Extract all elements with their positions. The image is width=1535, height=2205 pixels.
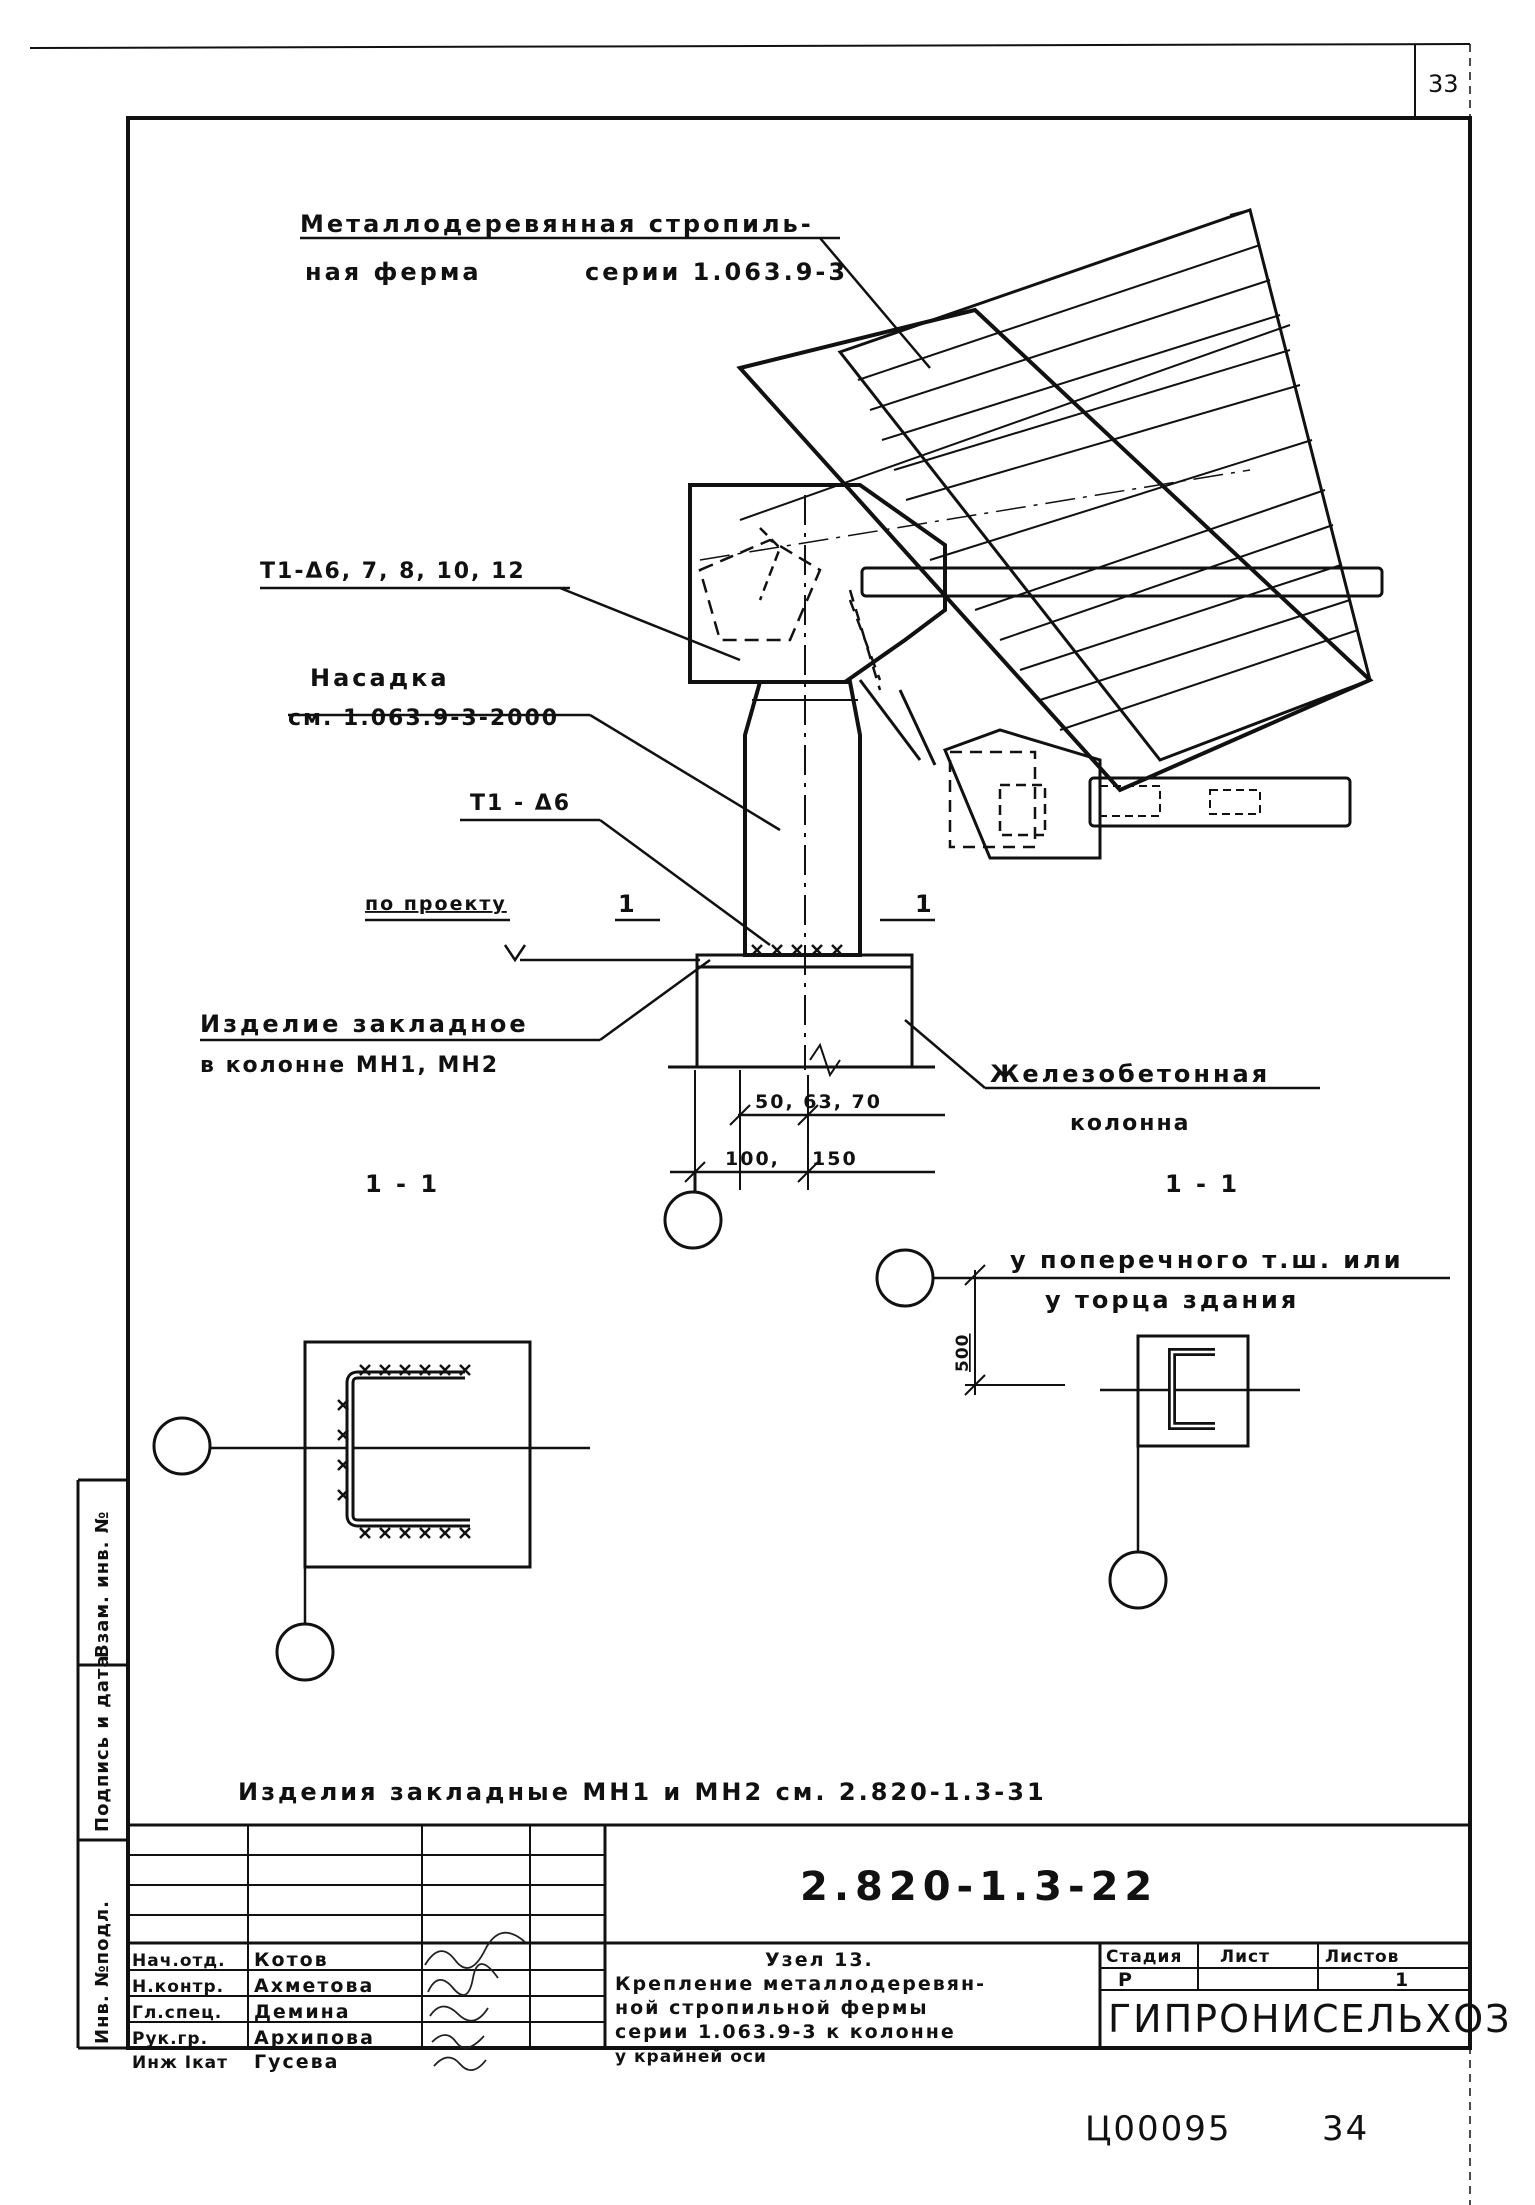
role-2: Н.контр. bbox=[132, 1977, 224, 1997]
axis-marker-circle bbox=[1108, 1550, 1168, 1610]
header-stage: Стадия bbox=[1106, 1947, 1182, 1967]
po-proektu-label: по проекту bbox=[365, 893, 507, 915]
axis-markers-right bbox=[875, 1248, 1168, 1610]
name-5: Гусева bbox=[254, 2051, 340, 2073]
truss-callout-line1: Металлодеревянная стропиль- bbox=[300, 210, 814, 238]
dimension-lines bbox=[670, 1070, 945, 1190]
name-4: Архипова bbox=[254, 2027, 375, 2049]
title-block-texts: 2.820-1.3-22 Узел 13. Крепление металлод… bbox=[132, 1864, 1512, 2073]
signature-scribbles bbox=[424, 1931, 526, 2071]
sheet-frame bbox=[29, 43, 1472, 2205]
name-3: Демина bbox=[254, 2001, 351, 2023]
section-title-right: 1 - 1 bbox=[1165, 1170, 1240, 1198]
organization-name: ГИПРОНИСЕЛЬХОЗ bbox=[1108, 1997, 1512, 2041]
side-label-podpis-data: Подпись и дата bbox=[92, 1655, 113, 1832]
document-code: 2.820-1.3-22 bbox=[800, 1864, 1158, 1910]
dimension-label-500: 500 bbox=[953, 1334, 973, 1373]
title-line-5: у крайней оси bbox=[615, 2047, 767, 2067]
role-5: Инж Iкат bbox=[132, 2053, 228, 2073]
dimension-label-bottom-left: 100, bbox=[725, 1148, 780, 1170]
section-mark-left: 1 bbox=[618, 890, 638, 918]
side-bracket bbox=[943, 728, 1352, 860]
page-number: 33 bbox=[1428, 70, 1459, 98]
leader-lines bbox=[200, 236, 1320, 1090]
side-label-vzam-inv: Взам. инв. № bbox=[92, 1511, 113, 1658]
truss-drawing bbox=[699, 208, 1374, 793]
plan-small-plate bbox=[910, 1264, 1450, 1555]
role-4: Рук.гр. bbox=[132, 2029, 208, 2049]
title-line-3: ной стропильной фермы bbox=[615, 1997, 929, 2019]
header-sheet: Лист bbox=[1220, 1947, 1270, 1967]
plan-embedded-plate bbox=[210, 1340, 590, 1630]
transverse-callout-line2: у торца здания bbox=[1045, 1286, 1299, 1314]
sheets-count-value: 1 bbox=[1395, 1969, 1410, 1991]
section-title-left: 1 - 1 bbox=[365, 1170, 440, 1198]
izdelie-callout-line2: в колонне МН1, МН2 bbox=[200, 1053, 499, 1078]
stamp-code: Ц00095 bbox=[1085, 2109, 1232, 2149]
header-sheets: Листов bbox=[1325, 1947, 1399, 1967]
transverse-callout-line1: у поперечного т.ш. или bbox=[1010, 1246, 1404, 1274]
truss-board-lines bbox=[857, 244, 1359, 731]
axis-marker-circle bbox=[275, 1622, 335, 1682]
title-block bbox=[128, 1823, 1470, 2048]
title-line-1: Узел 13. bbox=[765, 1949, 874, 1971]
section-mark-right: 1 bbox=[915, 890, 935, 918]
cap-plate bbox=[688, 483, 1384, 766]
weld-crosses bbox=[337, 1364, 471, 1539]
axis-marker-circle bbox=[875, 1248, 935, 1308]
weld-marks bbox=[751, 944, 843, 956]
people-rows: Нач.отд. Котов Н.контр. Ахметова Гл.спец… bbox=[132, 1949, 375, 2073]
column-callout-line2: колонна bbox=[1070, 1111, 1191, 1136]
dimension-label-top: 50, 63, 70 bbox=[755, 1091, 882, 1113]
embedded-parts-note: Изделия закладные МН1 и МН2 см. 2.820-1.… bbox=[238, 1778, 1047, 1806]
name-1: Котов bbox=[254, 1949, 329, 1971]
title-line-2: Крепление металлодеревян- bbox=[615, 1973, 986, 1995]
axis-marker-circle bbox=[152, 1416, 212, 1476]
nasadka-callout: Насадка bbox=[310, 664, 450, 692]
t1-list-callout: Т1-Δ6, 7, 8, 10, 12 bbox=[260, 559, 526, 584]
axis-markers-left bbox=[152, 1416, 335, 1682]
name-2: Ахметова bbox=[254, 1975, 374, 1997]
truss-callout-line2: ная ферма bbox=[305, 258, 482, 286]
stage-value: Р bbox=[1118, 1969, 1134, 1991]
nasadka-ref-callout: см. 1.063.9-3-2000 bbox=[288, 706, 559, 731]
axis-markers-top bbox=[663, 1172, 723, 1250]
truss-callout-series: серии 1.063.9-3 bbox=[585, 258, 848, 286]
side-label-inv-podl: Инв. №подл. bbox=[92, 1900, 113, 2044]
stamp-number: 34 bbox=[1322, 2109, 1369, 2149]
dimension-label-bottom-right: 150 bbox=[812, 1148, 858, 1170]
t1-d6-callout: Т1 - Δ6 bbox=[470, 791, 571, 816]
role-1: Нач.отд. bbox=[132, 1951, 226, 1971]
title-line-4: серии 1.063.9-3 к колонне bbox=[615, 2021, 956, 2043]
axis-marker-circle bbox=[663, 1190, 723, 1250]
role-3: Гл.спец. bbox=[132, 2003, 222, 2023]
callout-texts: Металлодеревянная стропиль- ная ферма се… bbox=[200, 210, 1404, 1806]
izdelie-callout-line1: Изделие закладное bbox=[200, 1010, 529, 1038]
post-and-column bbox=[503, 495, 935, 1078]
column-callout-line1: Железобетонная bbox=[990, 1060, 1270, 1088]
